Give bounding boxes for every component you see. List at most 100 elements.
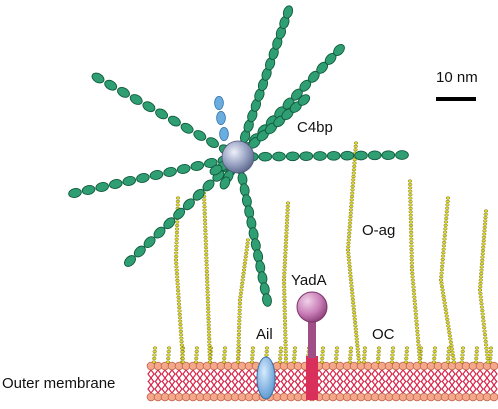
c4bp-bead: [133, 245, 146, 258]
lipid-tail: [199, 369, 204, 383]
o-antigen-sugar: [166, 346, 172, 350]
o-antigen-sugar: [166, 356, 171, 361]
o-antigen-sugar: [409, 258, 414, 262]
lipid-tail: [157, 369, 162, 383]
o-antigen-sugar: [416, 340, 421, 344]
o-antigen-sugar: [283, 255, 288, 259]
c4bp-bead: [340, 150, 355, 161]
o-antigen-sugar: [408, 227, 414, 231]
o-antigen-sugar: [152, 349, 157, 354]
o-antigen-sugar: [410, 271, 415, 275]
o-antigen-sugar: [481, 239, 486, 243]
o-antigen-sugar: [250, 346, 256, 350]
yada-head: [296, 291, 328, 323]
o-antigen-sugar: [292, 346, 298, 350]
lipid-tail: [297, 380, 302, 394]
c4bp-bead: [190, 161, 205, 171]
o-antigen-sugar: [483, 343, 489, 347]
o-antigen-sugar: [439, 271, 444, 275]
o-antigen-sugar: [346, 235, 352, 239]
lipid-tail: [171, 380, 176, 394]
o-antigen-sugar: [174, 237, 179, 241]
o-antigen-sugar: [237, 308, 242, 312]
o-antigen-sugar: [473, 360, 479, 364]
o-antigen-sugar: [175, 220, 180, 224]
c4bp-bead: [142, 101, 156, 113]
ail-protein: [256, 356, 276, 400]
o-antigen-sugar: [460, 356, 465, 361]
o-antigen-sugar: [178, 333, 184, 337]
o-antigen-sugar: [282, 322, 288, 326]
lipid-head: [489, 392, 498, 402]
o-antigen-sugar: [445, 203, 450, 207]
o-antigen-sugar: [356, 353, 361, 357]
o-antigen-sugar: [292, 356, 297, 361]
o-antigen-sugar: [441, 247, 446, 251]
o-antigen-sugar: [404, 353, 409, 357]
o-antigen-sugar: [282, 288, 287, 292]
lipid-tail: [231, 369, 236, 383]
lipid-tail: [451, 380, 456, 394]
lipid-tail: [206, 380, 211, 394]
c4bp-bead: [182, 198, 195, 211]
o-antigen-sugar: [278, 353, 283, 357]
o-antigen-sugar: [445, 196, 451, 200]
o-antigen-sugar: [180, 360, 186, 364]
o-antigen-sugar: [292, 349, 297, 354]
o-antigen-sugar: [175, 196, 181, 200]
lipid-tail: [434, 380, 439, 394]
lipid-tail: [217, 380, 222, 394]
lipid-tail: [437, 369, 442, 383]
o-antigen-sugar: [409, 261, 415, 265]
lipid-tail: [150, 369, 155, 383]
o-antigen-sugar: [411, 282, 416, 286]
o-antigen-sugar: [351, 178, 356, 182]
lipid-tail: [283, 380, 288, 394]
o-antigen-sugar: [285, 201, 291, 205]
o-antigen-sugar: [204, 252, 209, 257]
o-antigen-sugar: [206, 333, 212, 337]
o-antigen-sugar: [409, 254, 414, 258]
lipid-tail: [367, 369, 372, 383]
o-antigen-sugar: [448, 337, 453, 341]
lipid-tail: [231, 380, 236, 394]
o-antigen-sugar: [439, 281, 444, 285]
o-antigen-sugar: [346, 251, 351, 255]
lipid-tail: [346, 380, 351, 394]
o-antigen-sugar: [451, 357, 456, 361]
lipid-tail: [378, 369, 383, 383]
lipid-tail: [252, 380, 257, 394]
lipid-tail: [343, 369, 348, 383]
o-antigen-sugar: [447, 330, 452, 335]
c4bp-bead: [91, 72, 105, 84]
lipid-tail: [294, 369, 299, 383]
o-antigen-sugar: [444, 216, 449, 221]
lipid-tail: [374, 369, 379, 383]
c4bp-bead: [129, 94, 143, 105]
c4bp-bead: [95, 182, 109, 192]
o-antigen-sugar: [236, 329, 242, 333]
o-antigen-sugar: [203, 246, 209, 250]
lipid-tail: [388, 369, 393, 383]
c4bp-bead: [258, 151, 273, 162]
o-antigen-sugar: [439, 275, 444, 279]
o-antigen-sugar: [411, 288, 416, 292]
o-antigen-sugar: [376, 353, 381, 357]
o-antigen-sugar: [417, 360, 423, 364]
c4bp-bead: [381, 150, 396, 161]
o-antigen-sugar: [451, 360, 457, 364]
lipid-tail: [462, 369, 467, 383]
o-antigen-sugar: [444, 210, 449, 214]
o-antigen-sugar: [282, 265, 287, 269]
o-antigen-sugar: [240, 278, 245, 282]
o-antigen-sugar: [282, 292, 287, 296]
o-antigen-sugar: [408, 203, 413, 207]
o-antigen-sugar: [282, 302, 287, 306]
lipid-tail: [301, 369, 306, 383]
o-antigen-sugar: [237, 315, 242, 319]
o-antigen-sugar: [243, 255, 248, 259]
o-antigen-sugar: [488, 349, 493, 354]
o-antigen-sugar: [240, 275, 246, 279]
o-antigen-sugar: [178, 326, 183, 330]
o-antigen-sugar: [349, 281, 354, 285]
